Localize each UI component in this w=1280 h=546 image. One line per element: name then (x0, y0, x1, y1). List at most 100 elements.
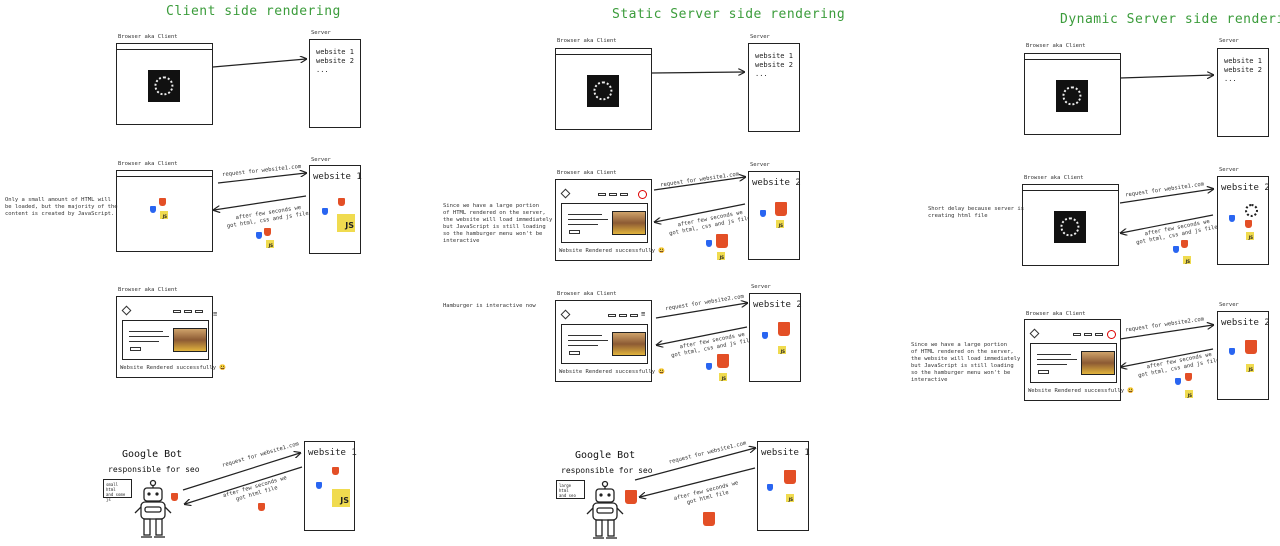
hamburger-menu-icon[interactable]: ≡ (641, 310, 646, 318)
nav-item[interactable] (1073, 333, 1081, 336)
hero-photo (612, 332, 646, 356)
note-dsr-delay: Short delay because server is creating h… (928, 206, 1025, 219)
html5-icon (264, 228, 271, 236)
arrow-dsr-2-resp (1121, 214, 1214, 233)
browser-window (1022, 184, 1119, 266)
server-box: website 1 website 2 ... (748, 43, 800, 132)
html5-icon (258, 503, 265, 511)
hero-photo (173, 328, 207, 352)
server-box: website 2 JS (749, 293, 802, 382)
js-icon: JS (778, 346, 786, 354)
arrow-csr-2-resp (214, 195, 307, 210)
arrow-csr-2-req (217, 173, 306, 184)
html5-icon (703, 512, 715, 526)
css3-icon (256, 232, 262, 239)
browser-label: Browser aka Client (557, 291, 617, 297)
arrow-csr-bot-resp (185, 466, 303, 504)
arrow-dsr-2-req (1119, 189, 1213, 204)
css3-icon (316, 482, 322, 489)
cta-button[interactable] (569, 351, 580, 355)
server-label: Server (750, 34, 770, 40)
arrow-ssr-2-req (653, 177, 745, 191)
nav-item[interactable] (619, 314, 627, 317)
bot-subtitle: responsible for seo (561, 466, 653, 475)
bot-speech-bubble: small html and some js (103, 479, 132, 502)
js-icon: JS (1246, 364, 1254, 372)
html5-icon (1245, 220, 1252, 228)
browser-window: Website Rendered successfully 😃 (1024, 319, 1134, 401)
css3-icon (1173, 246, 1179, 253)
css3-icon (1229, 215, 1235, 222)
server-box: website 2 JS (748, 171, 801, 260)
cta-button[interactable] (1038, 370, 1049, 374)
server-label: Server (311, 30, 331, 36)
cta-button[interactable] (130, 347, 141, 351)
arrow-csr-bot-req (182, 453, 300, 491)
nav-item[interactable] (620, 193, 628, 196)
server-label: Server (311, 157, 331, 163)
nav-item[interactable] (173, 310, 181, 313)
html5-icon (775, 202, 787, 216)
logo-icon (560, 309, 571, 320)
browser-label: Browser aka Client (557, 170, 617, 176)
server-label: Server (1219, 302, 1239, 308)
hero-photo (1081, 351, 1115, 375)
js-icon: JS (1183, 256, 1191, 264)
bot-title: Google Bot (122, 449, 183, 460)
browser-label: Browser aka Client (118, 161, 178, 167)
css3-icon (706, 240, 712, 247)
nav-item[interactable] (1084, 333, 1092, 336)
server-website-name: website 2 (1221, 183, 1270, 193)
js-icon: JS (717, 252, 725, 260)
nav-item[interactable] (609, 193, 617, 196)
css3-icon (760, 210, 766, 217)
browser-window: Website Rendered successfully 😃 (116, 296, 226, 378)
html5-icon (716, 234, 728, 248)
server-box: website 2 JS (1217, 311, 1270, 400)
browser-window: ≡ Website Rendered successfully 😃 (555, 300, 665, 382)
nav-item[interactable] (598, 193, 606, 196)
rendered-success: Website Rendered successfully 😃 (120, 365, 227, 371)
arrow-csr-1 (212, 59, 306, 68)
logo-icon (560, 188, 571, 199)
server-box: website 1 JS (309, 165, 362, 254)
rendered-success: Website Rendered successfully 😃 (1028, 388, 1135, 394)
server-website-name: website 1 (761, 448, 810, 458)
hamburger-menu-icon[interactable]: ≡ (213, 310, 218, 318)
browser-label: Browser aka Client (557, 38, 617, 44)
server-box: website 1 JS (757, 441, 810, 531)
arrow-ssr-bot-resp (640, 467, 756, 497)
html5-icon (332, 467, 339, 475)
nav-item[interactable] (184, 310, 192, 313)
nav-item[interactable] (195, 310, 203, 313)
browser-label: Browser aka Client (118, 34, 178, 40)
nav-item[interactable] (630, 314, 638, 317)
cta-button[interactable] (569, 230, 580, 234)
note-ssr-hamburger: Hamburger is interactive now (443, 303, 536, 309)
title-static-server-side-rendering: Static Server side rendering (612, 7, 846, 22)
title-client-side-rendering: Client side rendering (166, 4, 341, 19)
rendered-success: Website Rendered successfully 😃 (559, 369, 666, 375)
browser-label: Browser aka Client (1026, 43, 1086, 49)
js-icon: JS (337, 214, 355, 232)
browser-window: Website Rendered successfully 😃 (555, 179, 665, 261)
html5-icon (338, 198, 345, 206)
js-icon: JS (786, 494, 794, 502)
arrow-dsr-1 (1119, 75, 1213, 78)
note-csr-small-html: Only a small amount of HTML will be load… (5, 197, 118, 217)
browser-window (116, 43, 213, 125)
nav-item[interactable] (608, 314, 616, 317)
css3-icon (767, 484, 773, 491)
browser-window (1024, 53, 1121, 135)
css3-icon (1175, 378, 1181, 385)
bot-speech-bubble: large html and seo (556, 480, 585, 499)
js-icon: JS (776, 220, 784, 228)
robot-icon (134, 479, 172, 538)
server-box: website 2 JS (1217, 176, 1270, 265)
html5-icon (717, 354, 729, 368)
nav-item[interactable] (1095, 333, 1103, 336)
html5-icon (1185, 373, 1192, 381)
js-icon: JS (1185, 390, 1193, 398)
server-website-name: website 2 (753, 300, 802, 310)
